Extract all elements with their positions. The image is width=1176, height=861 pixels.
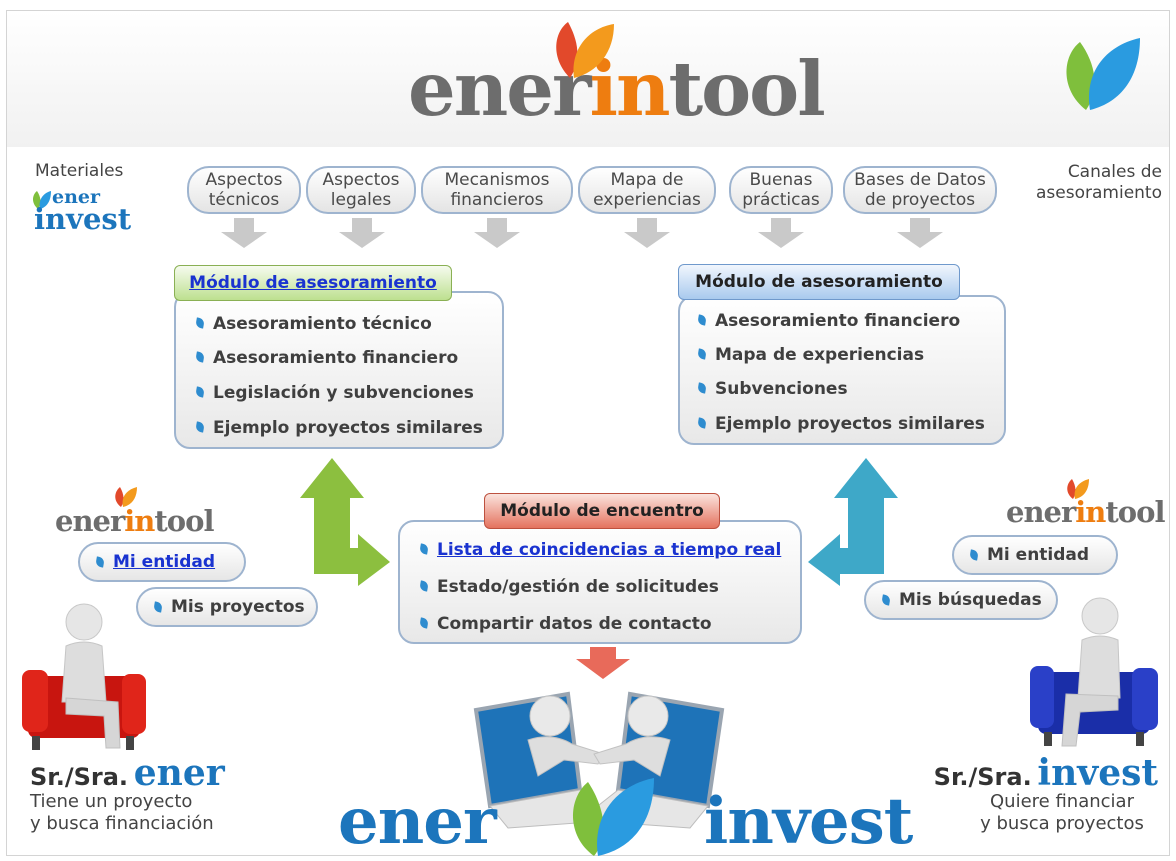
enerintool-logo: enerintool bbox=[408, 45, 826, 133]
enerintool-logo-small-right: enerintool bbox=[1006, 495, 1165, 529]
leaf-bullet-icon bbox=[697, 314, 707, 326]
leaf-bullet-icon bbox=[969, 549, 979, 561]
leaf-bullet-icon bbox=[95, 556, 105, 568]
list-item: Asesoramiento financiero bbox=[697, 311, 960, 331]
leaf-bullet-icon bbox=[195, 351, 205, 363]
person-in-red-chair-figure bbox=[22, 603, 146, 750]
canales-label: Canales de asesoramiento bbox=[1036, 162, 1162, 203]
down-arrow-icon bbox=[474, 218, 520, 248]
teal-arrow-icon bbox=[808, 458, 898, 586]
leaf-bullet-icon bbox=[195, 386, 205, 398]
down-arrow-icon bbox=[897, 218, 943, 248]
advisory-module-right bbox=[678, 295, 1006, 445]
leaf-bullet-icon bbox=[419, 543, 429, 555]
list-item: Ejemplo proyectos similares bbox=[195, 418, 483, 438]
list-item: Compartir datos de contacto bbox=[419, 614, 712, 634]
leaf-icon bbox=[115, 487, 137, 507]
list-item: Estado/gestión de solicitudes bbox=[419, 577, 719, 597]
leaf-icon bbox=[556, 22, 614, 78]
materiales-label: Materiales bbox=[35, 161, 124, 181]
list-item: Subvenciones bbox=[697, 379, 848, 399]
list-item: Ejemplo proyectos similares bbox=[697, 414, 985, 434]
leaf-bullet-icon bbox=[153, 601, 163, 613]
meeting-module bbox=[398, 520, 802, 644]
header-band bbox=[7, 11, 1169, 147]
bottom-ener-text: ener bbox=[338, 784, 497, 859]
down-arrow-icon bbox=[339, 218, 385, 248]
list-item: Asesoramiento financiero bbox=[195, 348, 458, 368]
green-arrow-icon bbox=[300, 458, 390, 586]
bottom-invest-text: invest bbox=[704, 784, 913, 859]
leaf-icon bbox=[1066, 38, 1140, 110]
persona-right-caption: Sr./Sra. invest Quiere financiar y busca… bbox=[933, 752, 1158, 834]
down-arrow-icon bbox=[758, 218, 804, 248]
down-arrow-icon bbox=[624, 218, 670, 248]
advisory-module-right-title: Módulo de asesoramiento bbox=[678, 264, 960, 300]
list-item: Asesoramiento técnico bbox=[195, 314, 432, 334]
leaf-bullet-icon bbox=[697, 348, 707, 360]
leaf-bullet-icon bbox=[697, 382, 707, 394]
down-arrow-icon bbox=[221, 218, 267, 248]
list-item: Legislación y subvenciones bbox=[195, 383, 474, 403]
leaf-bullet-icon bbox=[697, 417, 707, 429]
mis-proyectos-pill[interactable]: Mis proyectos bbox=[136, 587, 318, 627]
leaf-bullet-icon bbox=[419, 580, 429, 592]
enerintool-logo-small-left: enerintool bbox=[55, 504, 214, 538]
advisory-module-left-title[interactable]: Módulo de asesoramiento bbox=[174, 265, 452, 301]
person-in-blue-chair-figure bbox=[1030, 597, 1158, 747]
enerinvest-brand-bottom: invest bbox=[34, 202, 132, 236]
diagram-frame bbox=[6, 10, 1170, 856]
handshake-laptops-figure bbox=[473, 691, 725, 829]
meeting-module-title: Módulo de encuentro bbox=[484, 493, 720, 529]
leaf-bullet-icon bbox=[195, 421, 205, 433]
mis-busquedas-pill[interactable]: Mis búsquedas bbox=[864, 580, 1058, 620]
list-item: Mapa de experiencias bbox=[697, 345, 924, 365]
enerinvest-brand-top: ener bbox=[52, 186, 101, 208]
leaf-icon bbox=[33, 191, 51, 209]
mi-entidad-pill-right[interactable]: Mi entidad bbox=[952, 535, 1118, 575]
persona-left-caption: Sr./Sra. ener Tiene un proyecto y busca … bbox=[30, 752, 225, 834]
mi-entidad-link-left[interactable]: Mi entidad bbox=[78, 542, 246, 582]
leaf-icon bbox=[1067, 479, 1089, 499]
red-down-arrow-icon bbox=[576, 647, 630, 679]
leaf-bullet-icon bbox=[195, 317, 205, 329]
leaf-bullet-icon bbox=[881, 594, 891, 606]
list-item-matches[interactable]: Lista de coincidencias a tiempo real bbox=[419, 540, 781, 560]
advisory-module-left bbox=[174, 291, 504, 449]
leaf-bullet-icon bbox=[419, 617, 429, 629]
leaf-icon bbox=[572, 778, 654, 856]
